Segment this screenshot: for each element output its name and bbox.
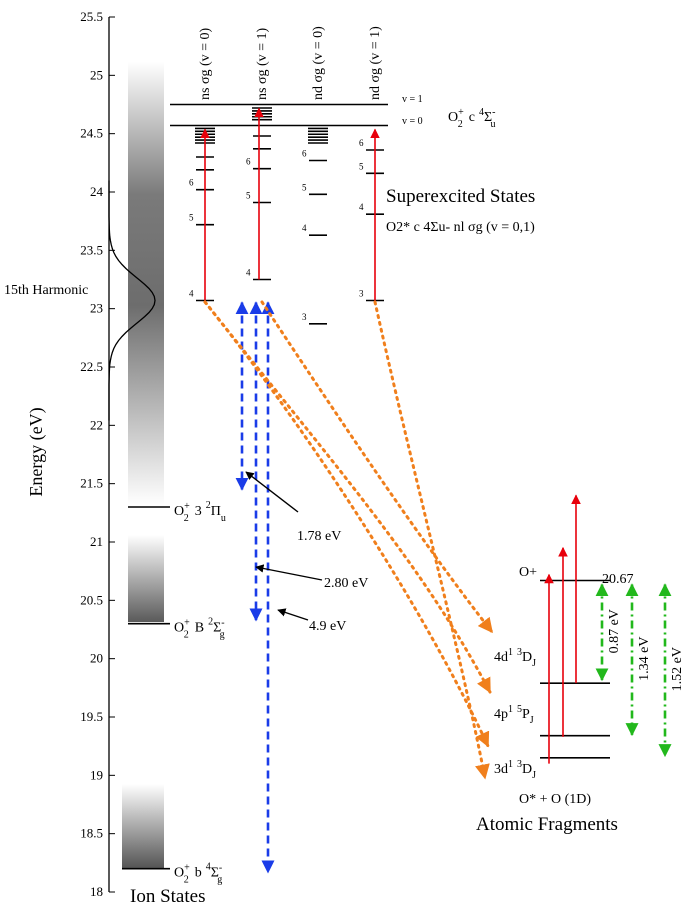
level-number: 6 bbox=[189, 178, 194, 188]
level-number: 3 bbox=[359, 289, 364, 299]
c-state-v0-label: v = 0 bbox=[402, 116, 423, 127]
axis-tick-label: 25.5 bbox=[80, 9, 103, 24]
pointer-4-9 bbox=[277, 608, 309, 621]
series-header-nd0: nd σg (v = 0) bbox=[311, 26, 326, 100]
series-header-nd1: nd σg (v = 1) bbox=[368, 26, 383, 100]
axis-tick-label: 21.5 bbox=[80, 476, 103, 491]
axis-tick-label: 23.5 bbox=[80, 242, 103, 257]
decay-arrows: 1.78 eV 2.80 eV 4.9 eV bbox=[235, 301, 368, 874]
fragment-gap-label-2: 1.52 eV bbox=[670, 647, 685, 691]
axis-tick-label: 21 bbox=[90, 534, 103, 549]
ion-band-upper bbox=[128, 62, 164, 505]
level-number: 4 bbox=[359, 202, 364, 212]
energy-axis: 18 18.5 19 19.5 20 20.5 21 21.5 22 22.5 23 23.5 24 24… bbox=[80, 9, 115, 899]
ion-band-B bbox=[128, 535, 164, 622]
level-number: 3 bbox=[302, 312, 307, 322]
level-number: 6 bbox=[302, 149, 307, 159]
pointer-2-80 bbox=[255, 564, 323, 581]
level-number: 5 bbox=[302, 182, 307, 192]
energy-axis-label: Energy (eV) bbox=[26, 407, 47, 496]
level-number: 5 bbox=[359, 161, 364, 171]
fragment-caption: O* + O (1D) bbox=[519, 792, 591, 807]
axis-tick-label: 24 bbox=[90, 184, 104, 199]
dissociation-path-b bbox=[203, 300, 492, 694]
level-number: 6 bbox=[359, 138, 364, 148]
axis-tick-label: 22 bbox=[90, 417, 103, 432]
series-headers: ns σg (v = 0) ns σg (v = 1) nd σg (v = 0) n… bbox=[198, 26, 383, 100]
series-header-ns0: ns σg (v = 0) bbox=[198, 27, 213, 100]
superexcited-title: Superexcited States bbox=[386, 186, 535, 207]
rydberg-series: 4 5 6 4 5 6 3 4 5 6 3 4 5 6 bbox=[189, 107, 384, 325]
axis-tick-label: 25 bbox=[90, 67, 103, 82]
axis-tick-label: 18.5 bbox=[80, 826, 103, 841]
axis-tick-label: 23 bbox=[90, 301, 103, 316]
fragments-title: Atomic Fragments bbox=[476, 814, 618, 835]
dissociation-paths bbox=[203, 300, 494, 780]
pointer-1-78 bbox=[245, 471, 299, 513]
fragment-ion-label: O+ bbox=[519, 565, 537, 580]
decay-label-1: 2.80 eV bbox=[324, 576, 368, 591]
harmonic-profile bbox=[108, 180, 156, 421]
level-number: 5 bbox=[246, 191, 251, 201]
ion-states-title: Ion States bbox=[130, 886, 205, 907]
fragment-ion-value: 20.67 bbox=[602, 572, 634, 587]
harmonic-label: 15th Harmonic bbox=[4, 283, 88, 298]
level-number: 4 bbox=[246, 268, 251, 278]
superexcited-subtitle: O2* c 4Σu- nl σg (v = 0,1) bbox=[386, 220, 535, 235]
level-number: 4 bbox=[189, 289, 194, 299]
decay-pointers bbox=[245, 471, 323, 621]
c-state-v1-label: v = 1 bbox=[402, 94, 423, 105]
axis-tick-label: 18 bbox=[90, 884, 103, 899]
axis-tick-label: 22.5 bbox=[80, 359, 103, 374]
fragment-gap-label-0: 0.87 eV bbox=[607, 609, 622, 653]
dissociation-path-a bbox=[203, 300, 490, 748]
axis-tick-label: 20 bbox=[90, 651, 103, 666]
level-number: 4 bbox=[302, 223, 307, 233]
axis-tick-label: 24.5 bbox=[80, 126, 103, 141]
axis-tick-label: 19.5 bbox=[80, 709, 103, 724]
dissociation-path-c bbox=[260, 300, 494, 634]
ion-band-b bbox=[122, 784, 164, 868]
level-number: 6 bbox=[246, 157, 251, 167]
axis-tick-label: 20.5 bbox=[80, 592, 103, 607]
decay-label-0: 1.78 eV bbox=[297, 529, 341, 544]
axis-tick-label: 19 bbox=[90, 767, 103, 782]
level-number: 5 bbox=[189, 213, 194, 223]
series-header-ns1: ns σg (v = 1) bbox=[255, 27, 270, 100]
dissociation-path-d bbox=[373, 300, 490, 780]
decay-label-2: 4.9 eV bbox=[309, 619, 346, 634]
fragment-gap-label-1: 1.34 eV bbox=[637, 637, 652, 681]
